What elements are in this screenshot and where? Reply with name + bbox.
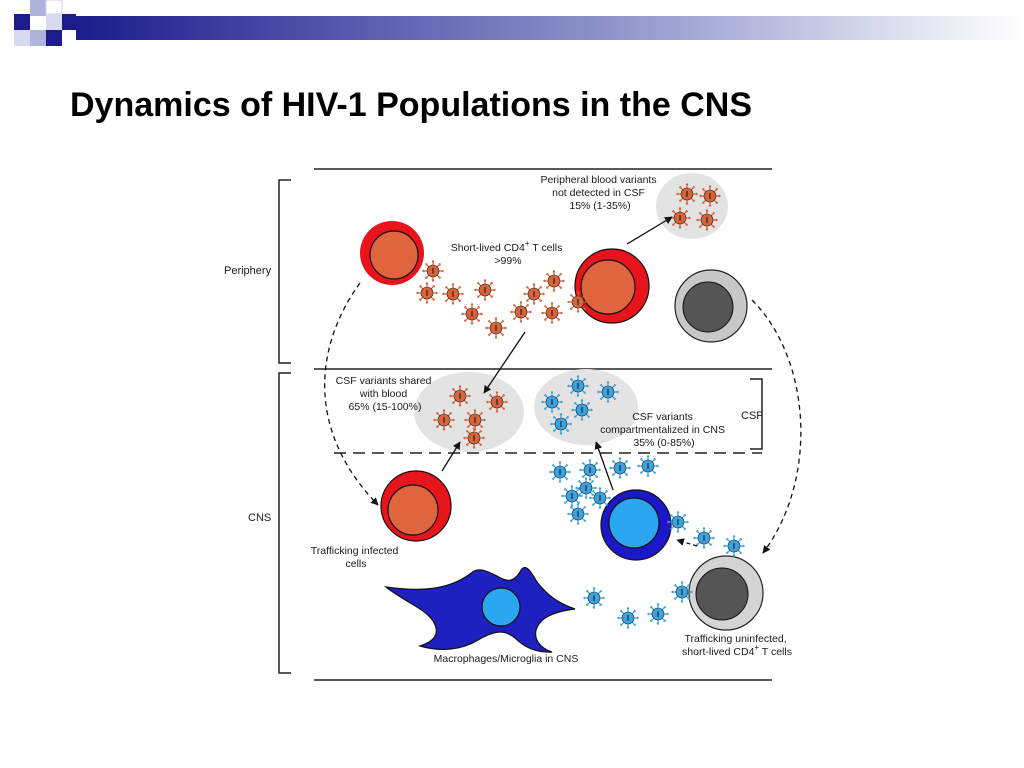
trafficking-uninfected-label: Trafficking uninfected, short-lived CD4+… [682, 633, 792, 658]
virus-particle-blood [442, 283, 464, 305]
arrow-uninfected-to-compartment-cell [676, 538, 698, 547]
dashed-arrow-right-trafficking [751, 299, 802, 554]
periphery-bracket [278, 179, 291, 364]
virus-particle-blood [464, 409, 486, 431]
virus-particle-blood [543, 270, 565, 292]
virus-particle-cns [589, 487, 611, 509]
compartmentalized-infected-cell [600, 489, 672, 561]
infected-cd4-cell-left [360, 221, 424, 285]
virus-particles [416, 183, 745, 629]
slide-title: Dynamics of HIV-1 Populations in the CNS [70, 86, 752, 124]
csf-label: CSF [741, 410, 763, 422]
virus-particle-blood [485, 317, 507, 339]
virus-particle-cns [637, 455, 659, 477]
csf-bracket [750, 378, 763, 450]
virus-particle-cns [549, 461, 571, 483]
virus-particle-blood [510, 301, 532, 323]
virus-particle-cns [567, 503, 589, 525]
peripheral-variant-cluster [656, 173, 728, 239]
virus-particle-cns [579, 459, 601, 481]
virus-particle-blood [523, 283, 545, 305]
virus-particle-blood [541, 302, 563, 324]
virus-particle-cns [541, 391, 563, 413]
virus-particle-blood [422, 260, 444, 282]
virus-particle-cns [671, 581, 693, 603]
virus-particle-cns [597, 381, 619, 403]
virus-particle-cns [723, 535, 745, 557]
virus-particle-cns [567, 375, 589, 397]
infected-cd4-cell-right [574, 248, 650, 324]
virus-particle-blood [696, 209, 718, 231]
arrow-compartment-to-csf [594, 441, 614, 491]
uninfected-cd4-cell-periphery [674, 269, 748, 343]
arrow-trafficking-to-shared [441, 441, 461, 472]
virus-particle-blood [463, 427, 485, 449]
virus-particle-blood [669, 207, 691, 229]
virus-particle-blood [676, 183, 698, 205]
virus-particle-cns [647, 603, 669, 625]
virus-particle-cns [571, 399, 593, 421]
virus-particle-cns [617, 607, 639, 629]
virus-particle-cns [583, 587, 605, 609]
trafficking-infected-cell [380, 470, 452, 542]
macrophages-label: Macrophages/Microglia in CNS [434, 653, 579, 665]
shared-variants-label: CSF variants shared with blood 65% (15-1… [336, 375, 435, 413]
periphery-label: Periphery [224, 265, 272, 277]
macrophage-microglia [383, 567, 576, 653]
short-lived-cd4-label: Short-lived CD4+ T cells >99% [451, 239, 566, 267]
virus-particle-cns [575, 477, 597, 499]
virus-particle-cns [561, 485, 583, 507]
virus-particle-blood [449, 385, 471, 407]
dashed-arrow-left-trafficking [324, 282, 379, 506]
arrow-to-peripheral-variants [626, 216, 673, 245]
trafficking-infected-label: Trafficking infected cells [311, 545, 401, 570]
virus-particle-blood [699, 185, 721, 207]
virus-particle-blood [461, 303, 483, 325]
virus-particle-cns [609, 457, 631, 479]
virus-particle-blood [486, 391, 508, 413]
trafficking-uninfected-cell [688, 555, 764, 631]
virus-particle-cns [667, 511, 689, 533]
virus-particle-blood [474, 279, 496, 301]
arrow-to-shared-variants [483, 331, 526, 394]
cns-bracket [278, 372, 291, 674]
peripheral-variants-label: Peripheral blood variants not detected i… [540, 174, 659, 212]
cns-label: CNS [248, 512, 271, 524]
virus-particle-cns [550, 413, 572, 435]
virus-particle-blood [433, 409, 455, 431]
virus-particle-cns [693, 527, 715, 549]
header-decoration [14, 0, 1024, 46]
virus-particle-blood [416, 282, 438, 304]
compartmentalized-variants-label: CSF variants compartmentalized in CNS 35… [600, 411, 728, 449]
virus-particle-blood [567, 291, 589, 313]
